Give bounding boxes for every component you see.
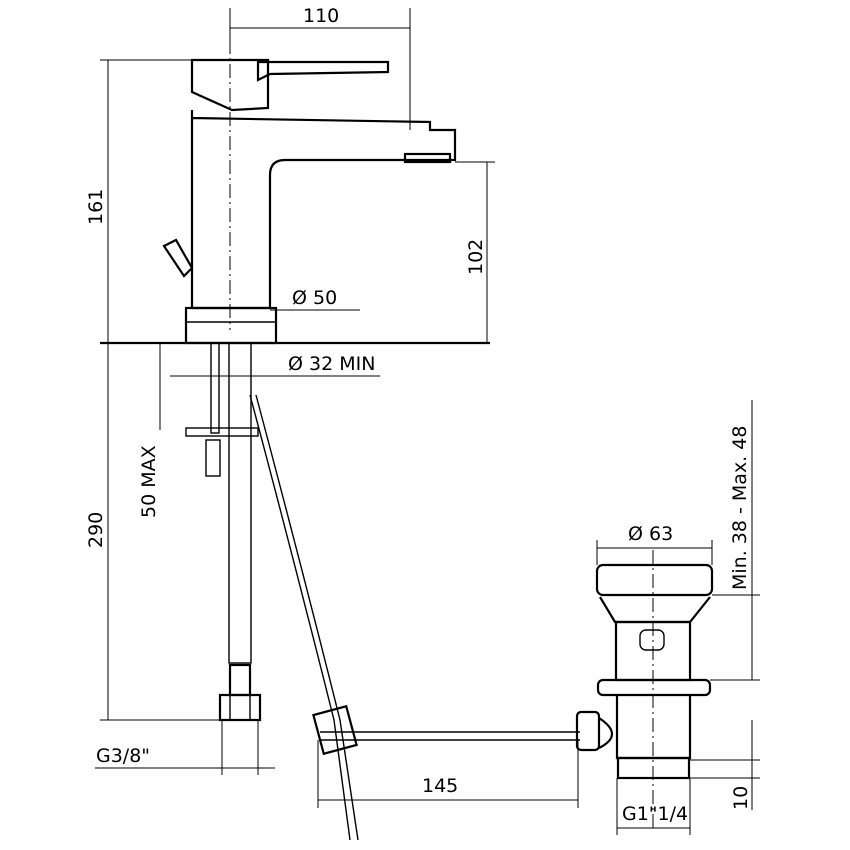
dim-waste-diameter: Ø 63: [628, 523, 673, 545]
pop-up-rod: [249, 394, 580, 841]
dim-hose-length: 290: [85, 512, 107, 548]
dim-spout-reach: 110: [303, 5, 339, 27]
dim-max-deck: 50 MAX: [138, 445, 160, 518]
waste-drain: [575, 550, 714, 830]
dim-hole-diameter: Ø 32 MIN: [288, 353, 375, 375]
dim-thread-length: 10: [730, 786, 752, 810]
dimension-lines: [95, 8, 760, 835]
dim-hose-thread: G3/8": [96, 745, 150, 767]
dim-base-diameter: Ø 50: [292, 287, 337, 309]
dim-basin-thickness: Min. 38 - Max. 48: [729, 426, 751, 590]
dim-spout-height: 102: [465, 239, 487, 275]
supply-hose: [185, 342, 262, 722]
dim-waste-thread: G1"1/4: [622, 803, 688, 825]
dim-total-height: 161: [85, 189, 107, 225]
dim-rod-length: 145: [422, 775, 458, 797]
